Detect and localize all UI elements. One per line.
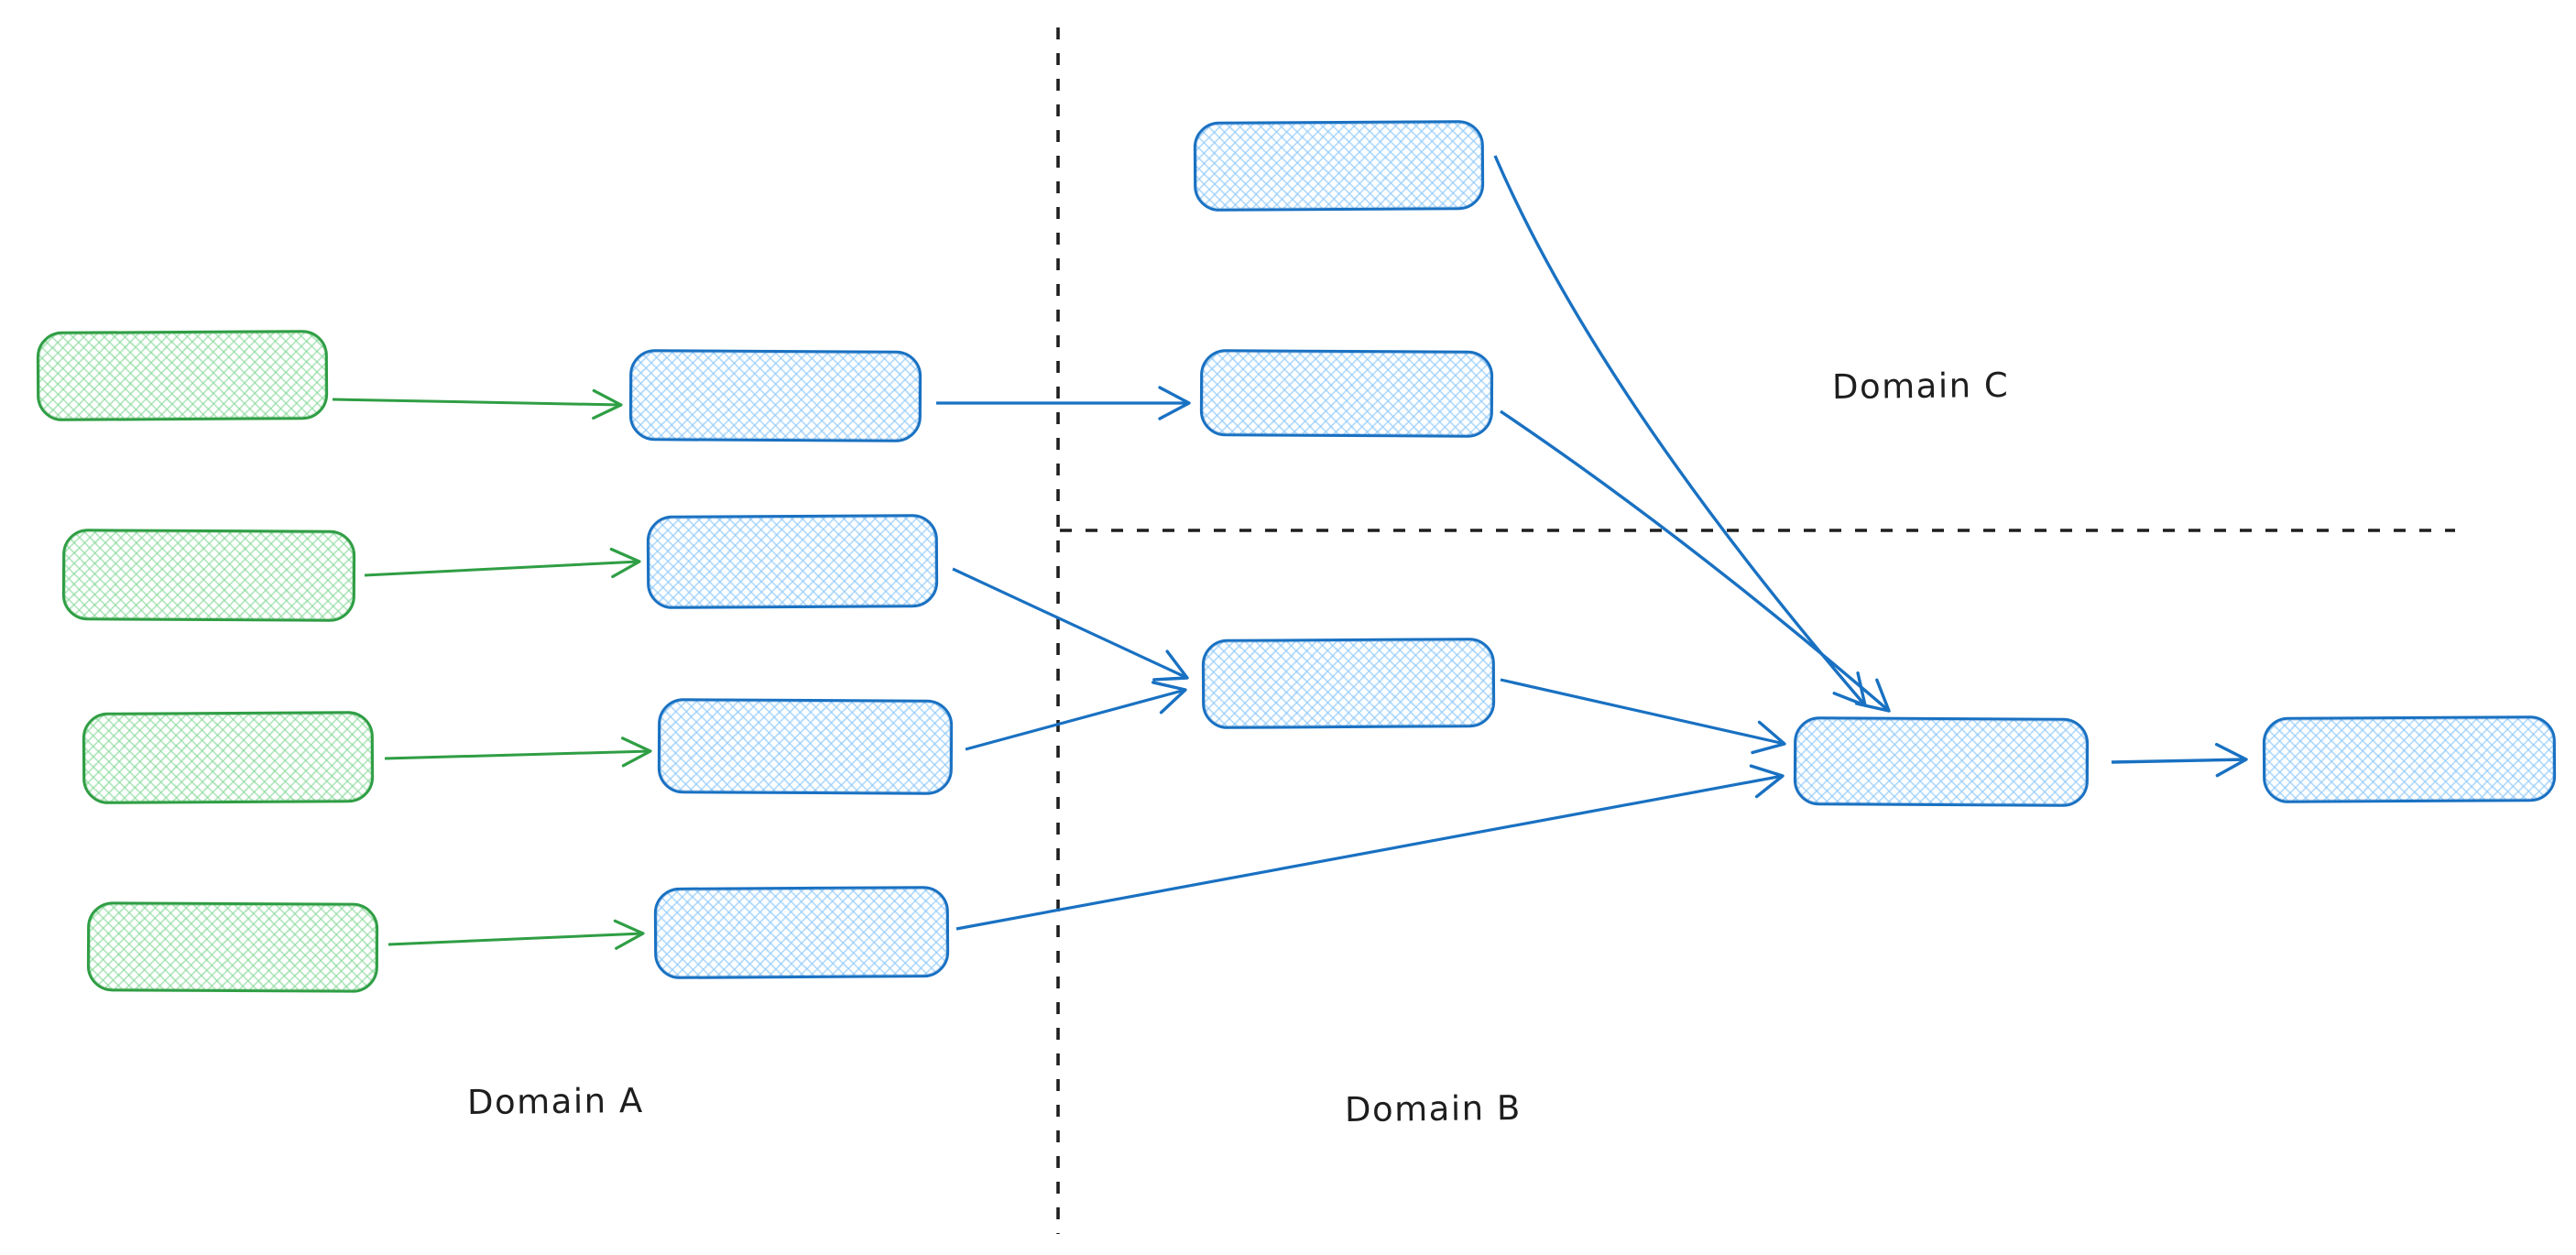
node-c-node-2	[1199, 349, 1494, 438]
node-a-src-2	[61, 529, 356, 622]
node-a-node-1	[628, 349, 922, 442]
node-c-node-1	[1193, 120, 1485, 212]
node-a-src-4	[86, 901, 379, 993]
edge-b-node-1-to-b-sink	[1500, 678, 1786, 755]
node-a-node-2	[646, 514, 939, 609]
edge-a-src-3-to-a-node-3	[384, 737, 652, 768]
node-a-node-4	[653, 886, 950, 979]
node-a-src-1	[36, 330, 329, 421]
node-b-sink	[1793, 716, 2090, 807]
label-domain-c: Domain C	[1831, 365, 2010, 408]
label-domain-a: Domain A	[466, 1080, 644, 1123]
node-a-node-3	[657, 698, 954, 795]
edge-c-node-1-to-b-sink	[1493, 155, 1867, 707]
node-b-output	[2262, 715, 2557, 803]
edge-c-node-2-to-b-sink	[1500, 409, 1891, 713]
node-a-src-3	[82, 711, 375, 804]
edge-a-src-1-to-a-node-1	[332, 388, 623, 420]
edge-b-sink-to-b-output	[2111, 742, 2248, 778]
node-b-node-1	[1201, 638, 1496, 729]
label-domain-b: Domain B	[1344, 1087, 1522, 1130]
edge-a-node-2-to-b-node-1	[952, 567, 1189, 682]
edge-a-node-3-to-b-node-1	[965, 681, 1187, 751]
edge-a-src-4-to-a-node-4	[387, 919, 645, 950]
edge-a-src-2-to-a-node-2	[364, 547, 641, 579]
edge-a-node-4-to-b-sink	[955, 764, 1785, 931]
